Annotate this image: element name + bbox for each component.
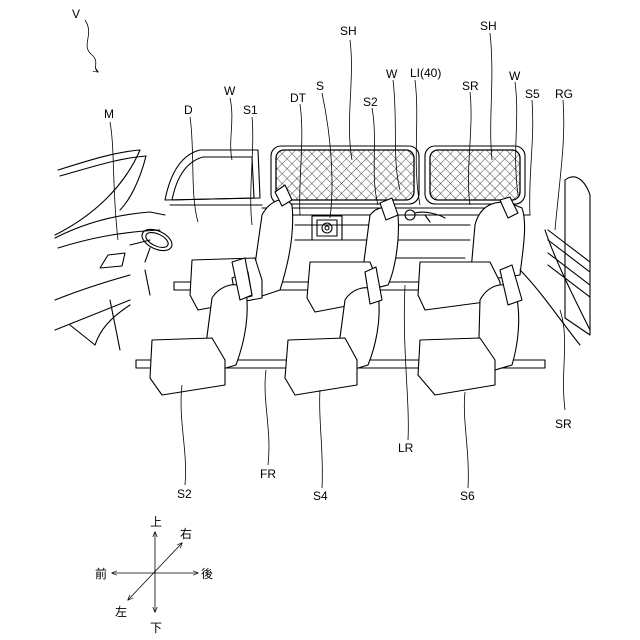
label-lr: LR xyxy=(398,441,414,455)
label-s5: S5 xyxy=(525,87,540,101)
label-w-1: W xyxy=(224,84,236,98)
window-shade-rear xyxy=(425,146,525,204)
dir-down: 下 xyxy=(150,621,162,635)
monitor-icon xyxy=(100,253,125,268)
door-window-front xyxy=(165,150,262,205)
label-sh-1: SH xyxy=(340,24,357,38)
label-li: LI(40) xyxy=(410,66,441,80)
label-dt: DT xyxy=(290,91,307,105)
label-s2-bottom: S2 xyxy=(177,487,192,501)
label-v: V xyxy=(72,7,80,21)
label-w-2: W xyxy=(386,67,398,81)
direction-compass: 上 下 前 後 右 左 xyxy=(95,515,213,635)
dir-right: 右 xyxy=(180,526,192,541)
label-fr: FR xyxy=(260,467,276,481)
label-rg: RG xyxy=(555,87,573,101)
label-m: M xyxy=(104,107,114,121)
label-sr-top: SR xyxy=(462,79,479,93)
label-s4: S4 xyxy=(313,489,328,503)
display-device xyxy=(312,216,342,240)
label-sr-right: SR xyxy=(555,417,572,431)
dir-front: 前 xyxy=(95,566,107,581)
dir-up: 上 xyxy=(150,515,162,529)
label-s: S xyxy=(316,79,324,93)
label-w-3: W xyxy=(509,69,521,83)
dir-left: 左 xyxy=(115,604,127,619)
label-s2-top: S2 xyxy=(363,95,378,109)
light-device xyxy=(405,210,445,222)
label-d: D xyxy=(184,103,193,117)
dir-rear: 後 xyxy=(201,567,213,581)
steering-wheel-icon xyxy=(139,225,176,262)
label-s6: S6 xyxy=(460,489,475,503)
front-cabin xyxy=(55,150,165,350)
label-s1: S1 xyxy=(243,103,258,117)
label-sh-2: SH xyxy=(480,19,497,33)
